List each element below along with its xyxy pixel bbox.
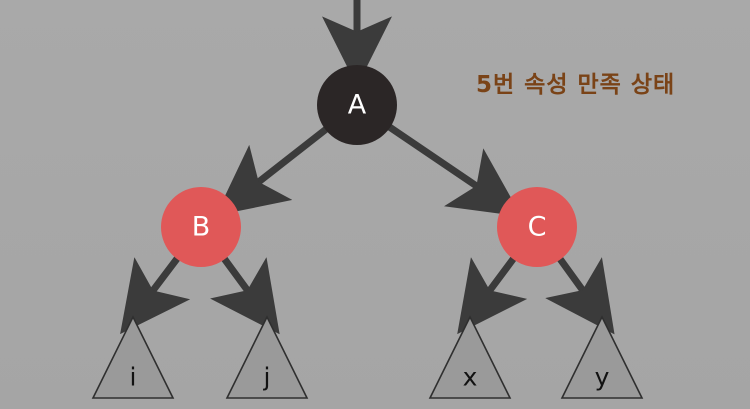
- leaf-label-i: i: [130, 363, 137, 392]
- leaf-label-y: y: [595, 363, 610, 392]
- leaf-subtree-j: j: [225, 315, 309, 399]
- node-circle-a: [317, 65, 397, 145]
- tree-node-a: A: [317, 65, 397, 145]
- node-label-b: B: [192, 212, 211, 243]
- property-caption: 5번 속성 만족 상태: [476, 72, 675, 98]
- leaf-subtree-y: y: [560, 315, 644, 399]
- leaf-label-x: x: [463, 363, 478, 392]
- edge-a-to-c: [386, 123, 522, 217]
- node-label-c: C: [528, 212, 547, 243]
- edges-layer: [120, 0, 615, 335]
- node-label-a: A: [348, 90, 367, 121]
- leaf-subtree-x: x: [428, 315, 512, 399]
- node-circle-b: [161, 187, 241, 267]
- tree-node-b: B: [161, 187, 241, 267]
- leaf-subtree-i: i: [91, 315, 175, 399]
- node-circle-c: [497, 187, 577, 267]
- edge-c-to-y: [545, 255, 615, 335]
- tree-node-c: C: [497, 187, 577, 267]
- edge-b-to-i: [120, 255, 191, 335]
- leaf-triangle-y: [560, 315, 644, 399]
- leaf-triangle-j: [225, 315, 309, 399]
- edge-b-to-j: [210, 255, 280, 335]
- edge-a-to-b: [215, 126, 329, 216]
- edge-c-to-x: [457, 255, 528, 335]
- leaf-triangle-i: [91, 315, 175, 399]
- leaf-label-j: j: [263, 363, 271, 392]
- leaf-triangle-x: [428, 315, 512, 399]
